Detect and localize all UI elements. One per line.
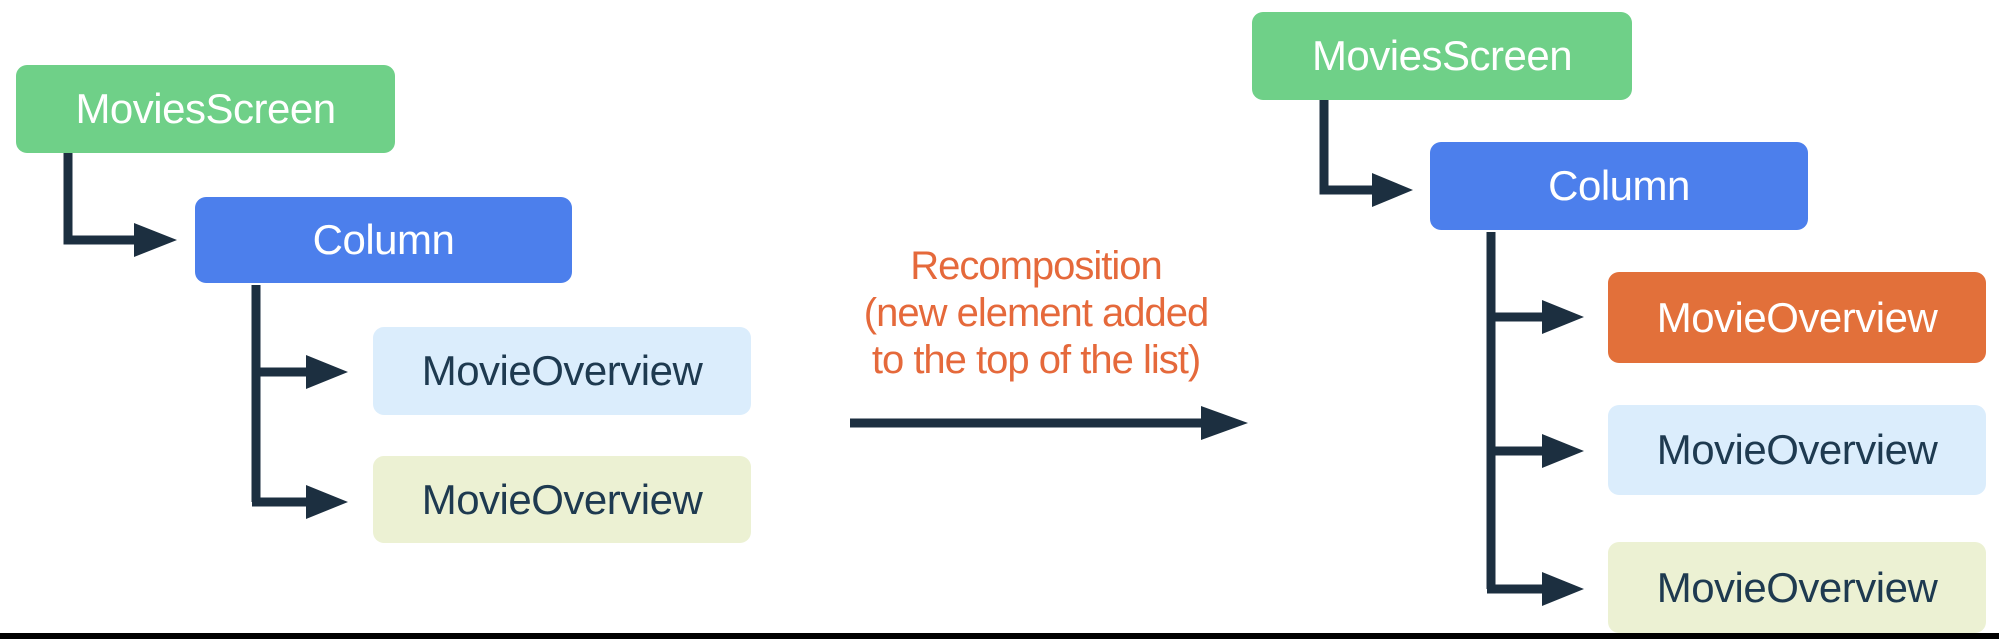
caption-line-2: (new element added [863, 291, 1209, 335]
right-tree-node-movieoverview-2: MovieOverview [1608, 542, 1986, 633]
recomposition-arrowhead-icon [1201, 406, 1248, 440]
right-tree-node-column: Column [1430, 142, 1808, 230]
right-root-to-column-connector [1319, 100, 1372, 195]
right-root-arrowhead-icon [1372, 173, 1413, 207]
right-child2-arrowhead-icon [1542, 434, 1584, 468]
left-column-children-connector [251, 285, 306, 507]
recomposition-caption: Recomposition (new element added to the … [816, 243, 1256, 384]
caption-line-3: to the top of the list) [871, 338, 1201, 382]
left-root-arrowhead-icon [134, 223, 177, 257]
left-tree-node-moviesscreen: MoviesScreen [16, 65, 395, 153]
caption-line-1: Recomposition [910, 244, 1163, 288]
left-child1-arrowhead-icon [306, 355, 348, 389]
left-tree-node-column: Column [195, 197, 572, 283]
right-column-children-connector [1486, 232, 1542, 594]
right-child3-arrowhead-icon [1542, 572, 1584, 606]
right-tree-node-movieoverview-1: MovieOverview [1608, 405, 1986, 495]
bottom-border-bar [0, 633, 1999, 639]
right-tree-node-moviesscreen: MoviesScreen [1252, 12, 1632, 100]
left-tree-node-movieoverview-2: MovieOverview [373, 456, 751, 543]
right-child1-arrowhead-icon [1542, 300, 1584, 334]
left-child2-arrowhead-icon [306, 485, 348, 519]
right-tree-node-movieoverview-new: MovieOverview [1608, 272, 1986, 363]
left-root-to-column-connector [63, 153, 134, 245]
left-tree-node-movieoverview-1: MovieOverview [373, 327, 751, 415]
